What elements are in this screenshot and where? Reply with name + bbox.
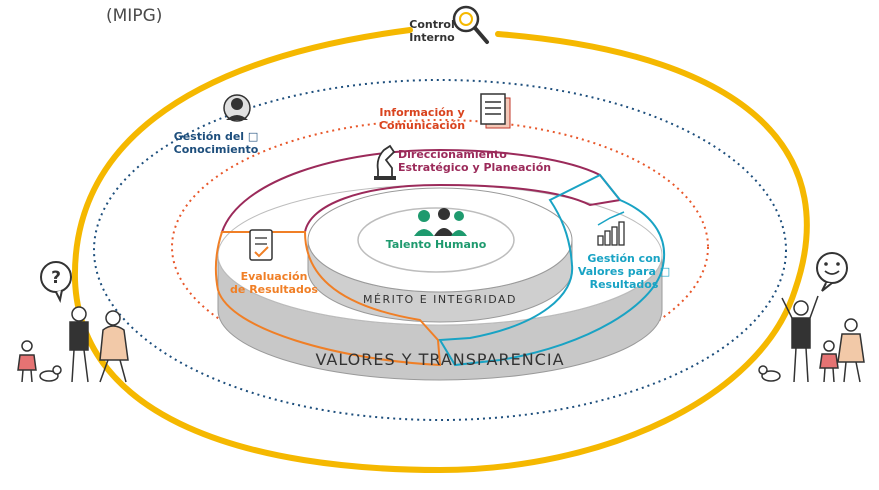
outer-ring-label: VALORES Y TRANSPARENCIA xyxy=(315,350,564,369)
inner-cylinder-top xyxy=(307,187,573,293)
outer-ring xyxy=(71,27,810,474)
left-people-illustration xyxy=(17,306,129,383)
right-people-illustration xyxy=(758,295,865,383)
gestion-valores-arc xyxy=(438,173,666,367)
bar-chart-icon xyxy=(597,211,625,246)
talento-ellipse xyxy=(357,207,515,273)
label-evaluacion-resultados: Evaluación de Resultados xyxy=(230,270,318,296)
question-bubble-icon: ? xyxy=(40,261,72,304)
checklist-icon xyxy=(249,229,273,261)
magnifier-icon xyxy=(452,5,489,44)
svg-text:?: ? xyxy=(51,268,61,288)
evaluacion-arc xyxy=(214,231,442,367)
label-talento-humano: Talento Humano xyxy=(385,238,487,251)
person-head-icon xyxy=(223,94,251,122)
information-ring xyxy=(171,119,709,375)
people-group-icon xyxy=(414,208,467,236)
label-gestion-valores: Gestión con Valores para □ Resultados xyxy=(577,252,671,291)
document-icon xyxy=(480,93,511,129)
label-control-interno: Control Interno xyxy=(409,18,455,44)
label-informacion-comunicacion: Información y Comunicación xyxy=(378,106,466,132)
label-direccionamiento: Direccionamiento Estratégico y Planeació… xyxy=(398,148,552,174)
inner-ring-label: MÉRITO E INTEGRIDAD xyxy=(363,293,517,306)
chess-knight-icon xyxy=(374,144,396,180)
label-gestion-conocimiento: Gestión del □ Conocimiento xyxy=(173,130,259,156)
knowledge-ring xyxy=(93,79,787,421)
page-title: (MIPG) xyxy=(106,6,163,26)
smiley-bubble-icon xyxy=(816,252,848,292)
